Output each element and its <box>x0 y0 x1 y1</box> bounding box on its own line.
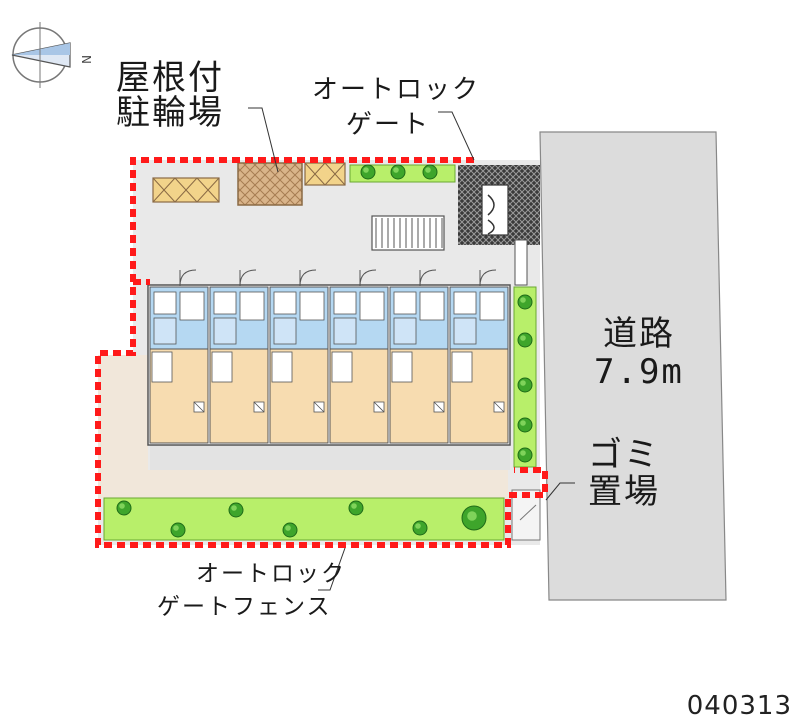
road-width-label: 7.9m <box>594 352 684 392</box>
site-boundary <box>95 157 548 548</box>
unit-plan <box>269 269 329 444</box>
autolock-gate-label-2: ゲート <box>346 110 431 140</box>
tree-icon <box>228 502 244 518</box>
tree-icon <box>517 447 533 463</box>
autolock-fence-label-1: オートロック <box>196 561 346 587</box>
staircase <box>371 215 445 251</box>
apartment-units <box>147 269 511 446</box>
unit-plan <box>449 269 509 444</box>
road <box>539 131 727 601</box>
tree-icon <box>360 164 376 180</box>
bicycle-parking-label-2: 駐輪場 <box>116 93 224 133</box>
tree-icon <box>517 417 533 433</box>
garbage-label-2: 置場 <box>588 472 660 512</box>
bicycle-parking-roofed <box>237 162 303 206</box>
unit-plan <box>329 269 389 444</box>
tree-icon <box>390 164 406 180</box>
entrance-door <box>481 184 509 236</box>
front-yard <box>98 355 508 498</box>
unit-plan <box>209 269 269 444</box>
compass-icon: N <box>11 22 93 88</box>
autolock-gate-label-1: オートロック <box>312 75 481 105</box>
tree-icon <box>116 500 132 516</box>
tree-icon <box>412 520 428 536</box>
tree-icon <box>517 294 533 310</box>
map-code: 040313 <box>686 691 792 721</box>
walkway <box>150 445 510 470</box>
tree-icon <box>422 164 438 180</box>
tree-icon <box>517 377 533 393</box>
tree-icon <box>170 522 186 538</box>
tree-icon <box>461 505 487 531</box>
leader-lines <box>248 107 575 591</box>
hedge-right <box>513 286 537 468</box>
tree-icon <box>282 522 298 538</box>
tree-icon <box>348 500 364 516</box>
garbage-label-1: ゴミ <box>588 435 660 475</box>
garden-bottom <box>103 497 505 541</box>
unit-plan <box>149 269 209 444</box>
autolock-fence-label-2: ゲートフェンス <box>157 594 332 620</box>
bicycle-rack-right <box>304 162 346 186</box>
bicycle-parking-label-1: 屋根付 <box>116 58 224 98</box>
compass-north-label: N <box>79 55 93 64</box>
tree-icon <box>517 332 533 348</box>
road-label-1: 道路 <box>603 314 675 354</box>
unit-plan <box>389 269 449 444</box>
